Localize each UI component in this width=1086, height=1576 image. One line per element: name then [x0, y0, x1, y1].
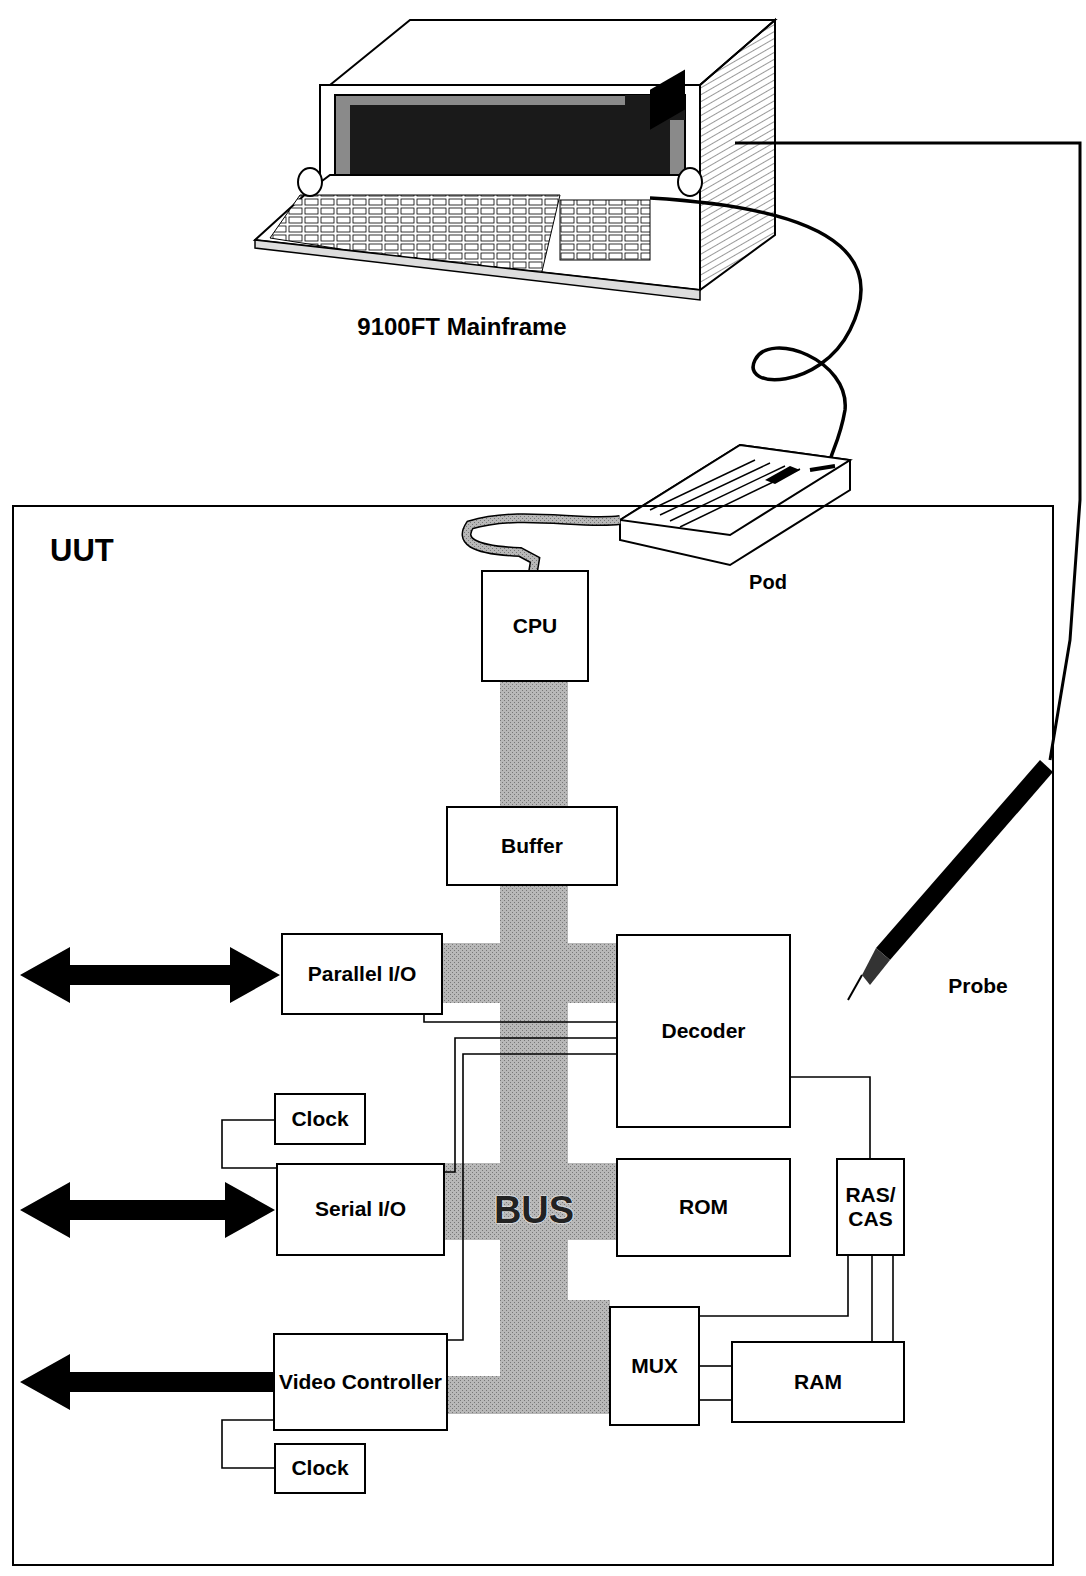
box-label: Buffer [501, 834, 563, 858]
block-box: Clock [274, 1093, 366, 1145]
box-label: RAS/ CAS [842, 1183, 899, 1231]
pod-cable [650, 198, 861, 462]
block-box: CPU [481, 570, 589, 682]
box-label: UUT [50, 533, 114, 569]
block-box: Parallel I/O [281, 933, 443, 1015]
signal-line [871, 1256, 873, 1341]
signal-line [222, 1420, 274, 1468]
block-box: Buffer [446, 806, 618, 886]
box-label: Parallel I/O [308, 962, 417, 986]
unit-under-test-box: UUTCPUBufferParallel I/ODecoderClockSeri… [12, 505, 1054, 1566]
part-label: Pod [749, 571, 787, 594]
part-label: 9100FT Mainframe [357, 313, 566, 341]
signal-line [791, 1077, 870, 1158]
signal-line [700, 1399, 731, 1401]
block-box: ROM [616, 1158, 791, 1257]
mainframe-illustration [255, 20, 775, 300]
bus-label: BUS [494, 1189, 574, 1232]
box-label: CPU [513, 614, 557, 638]
block-box: Decoder [616, 934, 791, 1128]
block-box: RAM [731, 1341, 905, 1423]
signal-line [424, 1015, 616, 1022]
part-label: Probe [948, 974, 1008, 998]
box-label: ROM [679, 1195, 728, 1219]
io-arrows [20, 947, 280, 1410]
box-label: Decoder [661, 1019, 745, 1043]
box-label: MUX [631, 1354, 678, 1378]
signal-line [700, 1365, 731, 1367]
signal-line [222, 1120, 276, 1168]
signal-line [892, 1256, 894, 1341]
block-box: Video Controller [273, 1333, 448, 1431]
block-box: Clock [274, 1443, 366, 1494]
box-label: RAM [794, 1370, 842, 1394]
box-label: Clock [291, 1456, 348, 1480]
box-label: Clock [291, 1107, 348, 1131]
signal-line [448, 1054, 616, 1340]
probe-illustration [848, 760, 1053, 1000]
box-label: Video Controller [279, 1370, 442, 1394]
block-box: Serial I/O [276, 1163, 445, 1256]
signal-line [445, 1038, 616, 1172]
box-label: Serial I/O [315, 1197, 406, 1221]
signal-line [700, 1256, 848, 1316]
block-box: MUX [609, 1306, 700, 1426]
bus-band [443, 680, 617, 1414]
block-box: RAS/ CAS [836, 1158, 905, 1256]
